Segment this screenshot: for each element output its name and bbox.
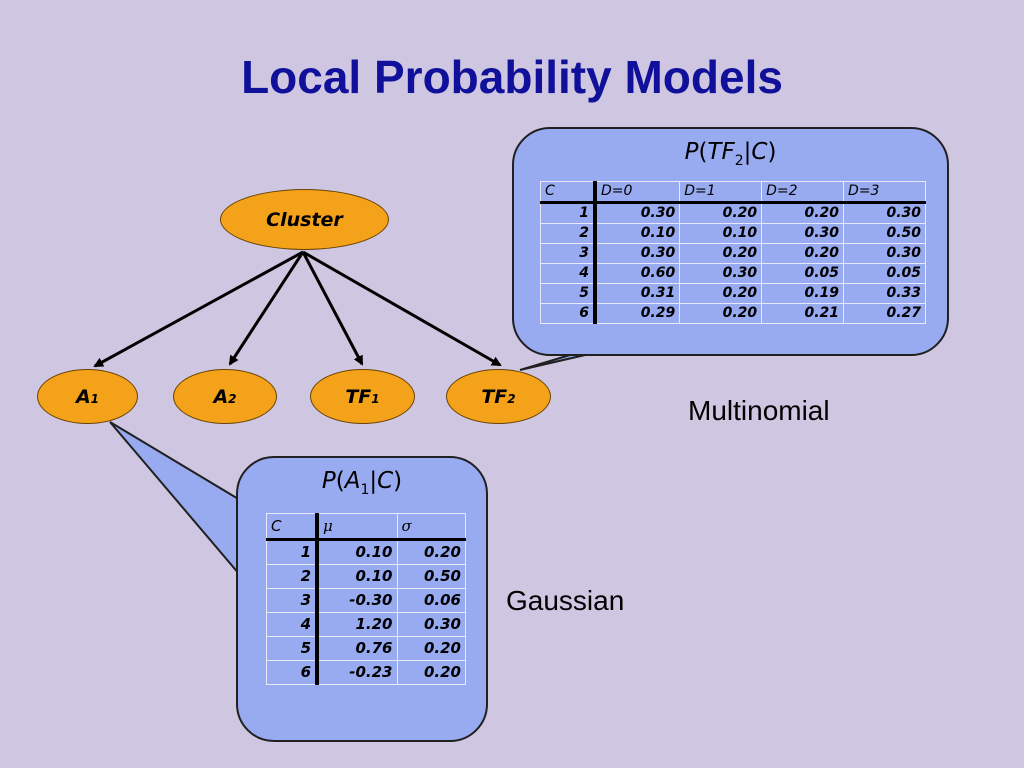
table-cell: 0.20 bbox=[679, 243, 763, 264]
gaussian-header-row: C μ σ bbox=[266, 513, 466, 541]
table-cell: -0.30 bbox=[316, 588, 398, 613]
tf1-subscript: 1 bbox=[371, 391, 380, 406]
table-cell: 0.20 bbox=[679, 283, 763, 304]
cluster-node-label: Cluster bbox=[266, 208, 343, 231]
table-cell: 2 bbox=[540, 223, 597, 244]
table-cell: 0.10 bbox=[316, 564, 398, 589]
multinomial-label: Multinomial bbox=[688, 395, 830, 426]
multinomial-header-row: C D=0 D=1 D=2 D=3 bbox=[540, 181, 926, 204]
table-cell: 0.21 bbox=[761, 303, 845, 324]
tf1-label: TF bbox=[345, 385, 372, 408]
table-header: D=1 bbox=[679, 181, 763, 204]
table-cell: 3 bbox=[266, 588, 319, 613]
table-cell: 1 bbox=[266, 539, 319, 565]
edge-cluster-tf1 bbox=[301, 251, 364, 366]
table-header: C bbox=[540, 181, 597, 204]
table-header: D=0 bbox=[594, 181, 681, 204]
table-cell: 0.30 bbox=[594, 202, 681, 224]
table-cell: 0.30 bbox=[594, 243, 681, 264]
edge-cluster-a2 bbox=[228, 251, 305, 366]
table-cell: 0.20 bbox=[761, 202, 845, 224]
gaussian-label: Gaussian bbox=[506, 585, 625, 616]
table-cell: 0.50 bbox=[396, 564, 466, 589]
table-header: D=2 bbox=[761, 181, 845, 204]
edge-cluster-tf2 bbox=[302, 250, 502, 367]
table-cell: 0.19 bbox=[761, 283, 845, 304]
table-cell: 2 bbox=[266, 564, 319, 589]
table-cell: 4 bbox=[540, 263, 597, 284]
table-cell: 0.20 bbox=[761, 243, 845, 264]
a2-label: A bbox=[213, 385, 229, 408]
cluster-node: Cluster bbox=[220, 189, 389, 250]
table-cell: 6 bbox=[266, 660, 319, 685]
table-cell: 0.10 bbox=[594, 223, 681, 244]
tf2-subscript: 2 bbox=[507, 391, 516, 406]
table-cell: 0.76 bbox=[316, 636, 398, 661]
table-cell: 5 bbox=[266, 636, 319, 661]
mu-header: μ bbox=[316, 513, 398, 541]
a1-label: A bbox=[75, 385, 91, 408]
table-cell: 0.10 bbox=[316, 539, 398, 565]
table-cell: 0.30 bbox=[679, 263, 763, 284]
table-cell: 0.20 bbox=[396, 660, 466, 685]
slide-title: Local Probability Models bbox=[241, 51, 783, 103]
table-cell: 0.20 bbox=[396, 636, 466, 661]
table-header: C bbox=[266, 513, 319, 541]
table-cell: 0.20 bbox=[396, 539, 466, 565]
a1-subscript: 1 bbox=[90, 391, 100, 406]
table-cell: 0.33 bbox=[843, 283, 926, 304]
table-cell: 0.60 bbox=[594, 263, 681, 284]
table-cell: 5 bbox=[540, 283, 597, 304]
table-cell: 0.30 bbox=[843, 202, 926, 224]
edge-cluster-a1 bbox=[93, 250, 304, 368]
table-cell: 3 bbox=[540, 243, 597, 264]
table-cell: 0.50 bbox=[843, 223, 926, 244]
table-cell: 0.20 bbox=[679, 202, 763, 224]
tf2-label: TF bbox=[481, 385, 508, 408]
table-cell: 0.10 bbox=[679, 223, 763, 244]
table-cell: 0.30 bbox=[761, 223, 845, 244]
gaussian-callout-tail bbox=[109, 421, 241, 578]
table-cell: 6 bbox=[540, 303, 597, 324]
table-cell: 0.27 bbox=[843, 303, 926, 324]
gaussian-formula: P(A1|C) bbox=[321, 468, 403, 498]
a2-subscript: 2 bbox=[228, 391, 237, 406]
table-cell: 4 bbox=[266, 612, 319, 637]
table-cell: 0.31 bbox=[594, 283, 681, 304]
table-cell: 0.30 bbox=[843, 243, 926, 264]
table-cell: 0.30 bbox=[396, 612, 466, 637]
table-header: D=3 bbox=[843, 181, 926, 204]
table-cell: 1 bbox=[540, 202, 597, 224]
table-cell: 0.29 bbox=[594, 303, 681, 324]
multinomial-formula: P(TF2|C) bbox=[684, 139, 777, 169]
table-cell: 0.05 bbox=[761, 263, 845, 284]
table-cell: 0.06 bbox=[396, 588, 466, 613]
sigma-header: σ bbox=[396, 513, 466, 541]
table-cell: -0.23 bbox=[316, 660, 398, 685]
table-cell: 0.20 bbox=[679, 303, 763, 324]
table-cell: 0.05 bbox=[843, 263, 926, 284]
table-cell: 1.20 bbox=[316, 612, 398, 637]
